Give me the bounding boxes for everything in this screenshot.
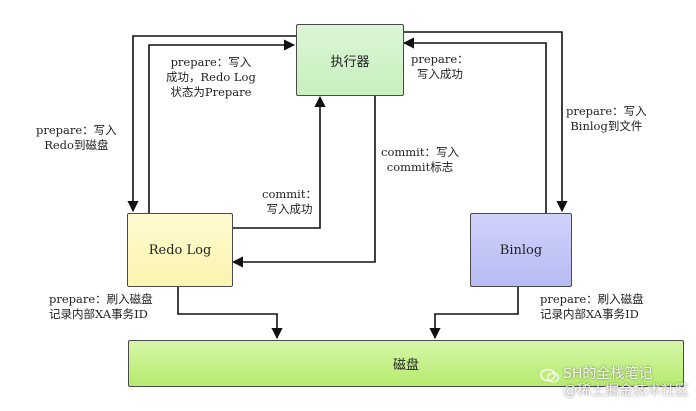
label-redo-commit-success: commit： 写入成功 <box>262 187 317 216</box>
arrow-binlog-to-disk <box>429 285 519 340</box>
watermark-line1: SH的全栈笔记 <box>563 366 653 382</box>
arrow-executor-to-redo-prepare <box>127 35 296 213</box>
watermark: SH的全栈笔记 @稀土掘金技术社区 <box>540 366 689 400</box>
label-binlog-prepare-success: prepare： 写入成功 <box>411 52 469 81</box>
arrow-redo-to-executor-prepare-success <box>148 39 296 213</box>
binlog-node: Binlog <box>470 213 572 287</box>
wechat-icon <box>540 368 560 383</box>
arrow-executor-to-binlog-prepare <box>402 31 568 213</box>
arrow-binlog-to-executor-prepare-success <box>402 37 547 213</box>
redo-log-label: Redo Log <box>148 242 212 258</box>
executor-node: 执行器 <box>296 24 404 96</box>
label-redo-prepare-success: prepare：写入 成功，Redo Log 状态为Prepare <box>166 55 256 99</box>
disk-node: 磁盘 <box>128 340 684 387</box>
arrow-executor-to-redo-commit <box>231 94 376 268</box>
label-commit-write-flag: commit：写入 commit标志 <box>381 145 459 174</box>
arrow-redo-to-disk <box>177 285 283 340</box>
label-redo-prepare-write: prepare：写入 Redo到磁盘 <box>36 123 117 152</box>
redo-log-node: Redo Log <box>127 213 233 287</box>
label-binlog-prepare-write: prepare：写入 Binlog到文件 <box>566 104 647 133</box>
disk-label: 磁盘 <box>392 358 419 373</box>
executor-label: 执行器 <box>330 54 370 70</box>
label-binlog-flush-disk: prepare：刷入磁盘 记录内部XA事务ID <box>540 292 644 321</box>
binlog-label: Binlog <box>499 242 543 258</box>
arrow-redo-to-executor-commit-success <box>231 95 326 229</box>
watermark-line2: @稀土掘金技术社区 <box>563 383 689 399</box>
label-redo-flush-disk: prepare：刷入磁盘 记录内部XA事务ID <box>49 292 153 321</box>
